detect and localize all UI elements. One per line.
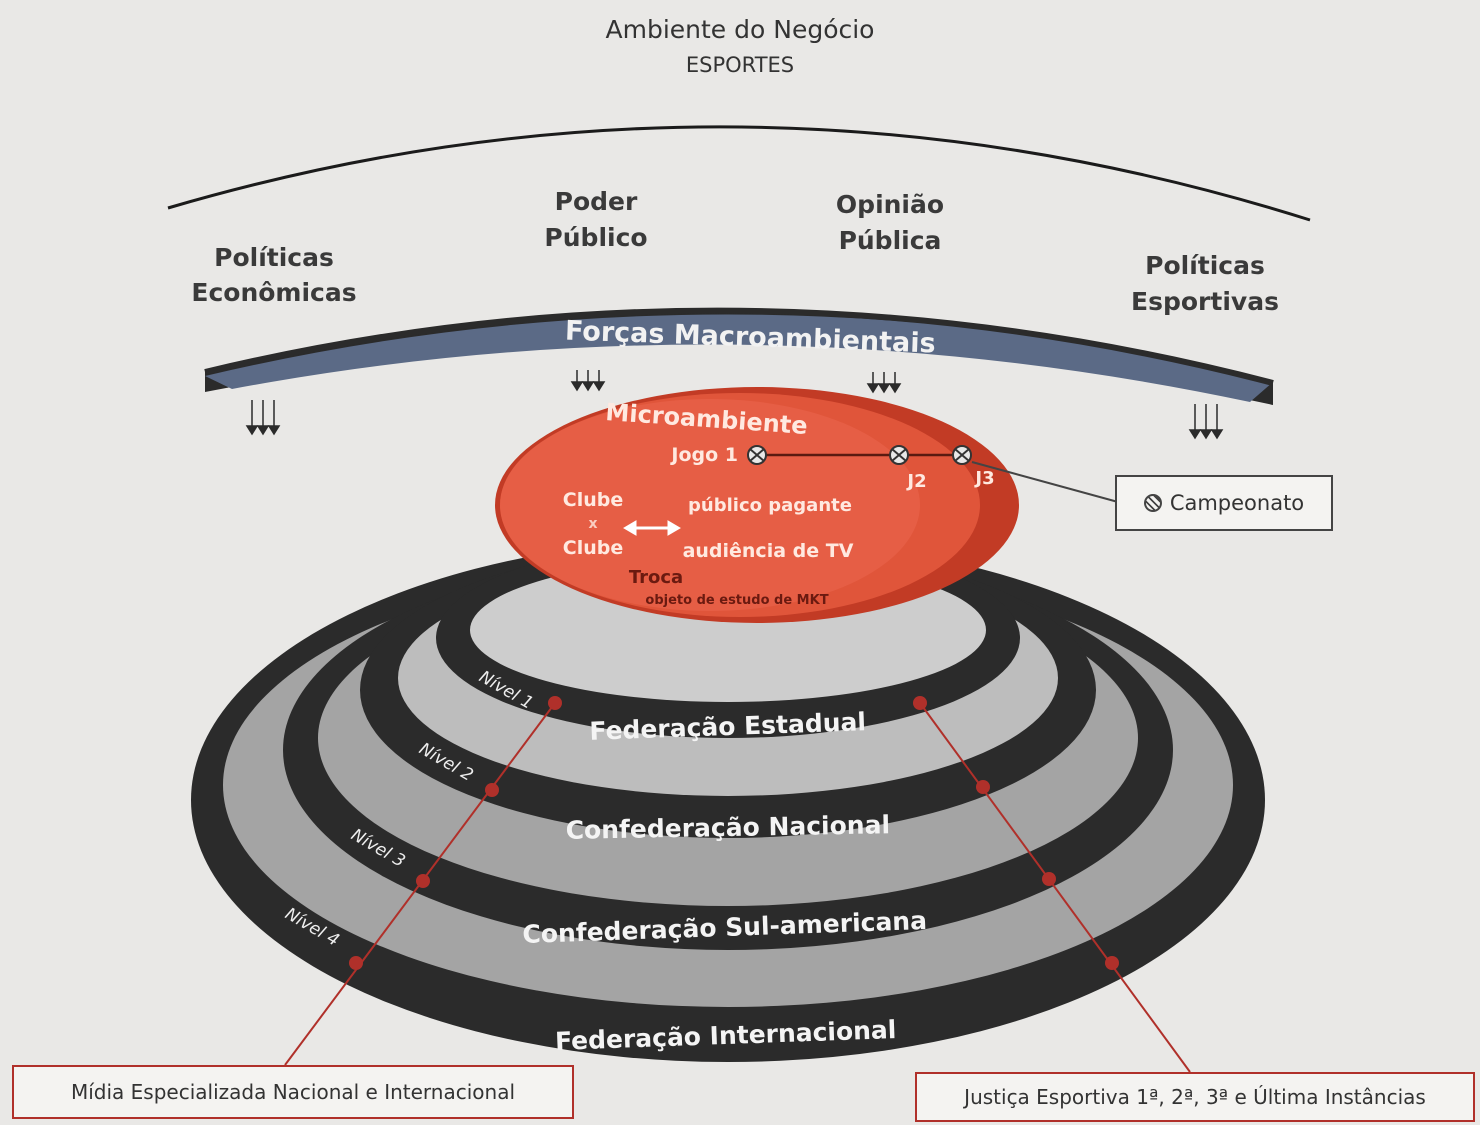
force-politicas-economicas-line1: Políticas: [214, 243, 334, 272]
force-politicas-esportivas-line2: Esportivas: [1131, 287, 1279, 316]
campeonato-connector: [971, 461, 1119, 503]
macro-bar-outline: [204, 307, 1274, 386]
label-j3: J3: [973, 468, 994, 489]
label-clube-top: Clube: [563, 489, 623, 511]
midia-box: Mídia Especializada Nacional e Internaci…: [12, 1065, 574, 1119]
force-opiniao-publica-line1: Opinião: [836, 190, 944, 219]
justica-box: Justiça Esportiva 1ª, 2ª, 3ª e Última In…: [915, 1072, 1475, 1122]
microambiente: [495, 387, 1019, 623]
diagram-title: Ambiente do Negócio: [606, 15, 875, 44]
label-clube-bottom: Clube: [563, 537, 623, 559]
connector-midia: [284, 696, 562, 1066]
ball-icon: [1143, 494, 1162, 512]
force-opiniao-publica-line2: Pública: [839, 226, 942, 255]
connector-justica: [913, 696, 1191, 1073]
label-j2: J2: [905, 471, 926, 492]
force-politicas-economicas-line2: Econômicas: [191, 278, 356, 307]
macro-bar: [205, 314, 1273, 402]
label-x: x: [588, 516, 597, 532]
ball-icon-jogo1: [747, 445, 767, 465]
down-arrows-icon: [245, 370, 1224, 440]
ball-icon-j3: [952, 445, 972, 465]
label-publico-pagante: público pagante: [688, 495, 852, 516]
diagram-subtitle: ESPORTES: [686, 53, 794, 77]
justica-label: Justiça Esportiva 1ª, 2ª, 3ª e Última In…: [964, 1085, 1426, 1109]
environment-arc: [167, 125, 1311, 222]
ring-label-confederacao-nacional: Confederação Nacional: [565, 810, 890, 845]
campeonato-label: Campeonato: [1169, 491, 1305, 515]
label-audiencia-tv: audiência de TV: [683, 540, 854, 562]
exchange-arrow-icon: [623, 520, 681, 536]
microambiente-core: [500, 399, 920, 611]
label-jogo1: Jogo 1: [669, 444, 738, 466]
force-poder-publico-line1: Poder: [555, 187, 638, 216]
campeonato-box: Campeonato: [1115, 475, 1333, 531]
midia-label: Mídia Especializada Nacional e Internaci…: [70, 1080, 516, 1104]
force-poder-publico-line2: Público: [544, 223, 647, 252]
label-troca-sub: objeto de estudo de MKT: [645, 593, 828, 608]
label-troca: Troca: [629, 567, 683, 588]
force-politicas-esportivas-line1: Políticas: [1145, 251, 1265, 280]
ball-icon-j2: [889, 445, 909, 465]
